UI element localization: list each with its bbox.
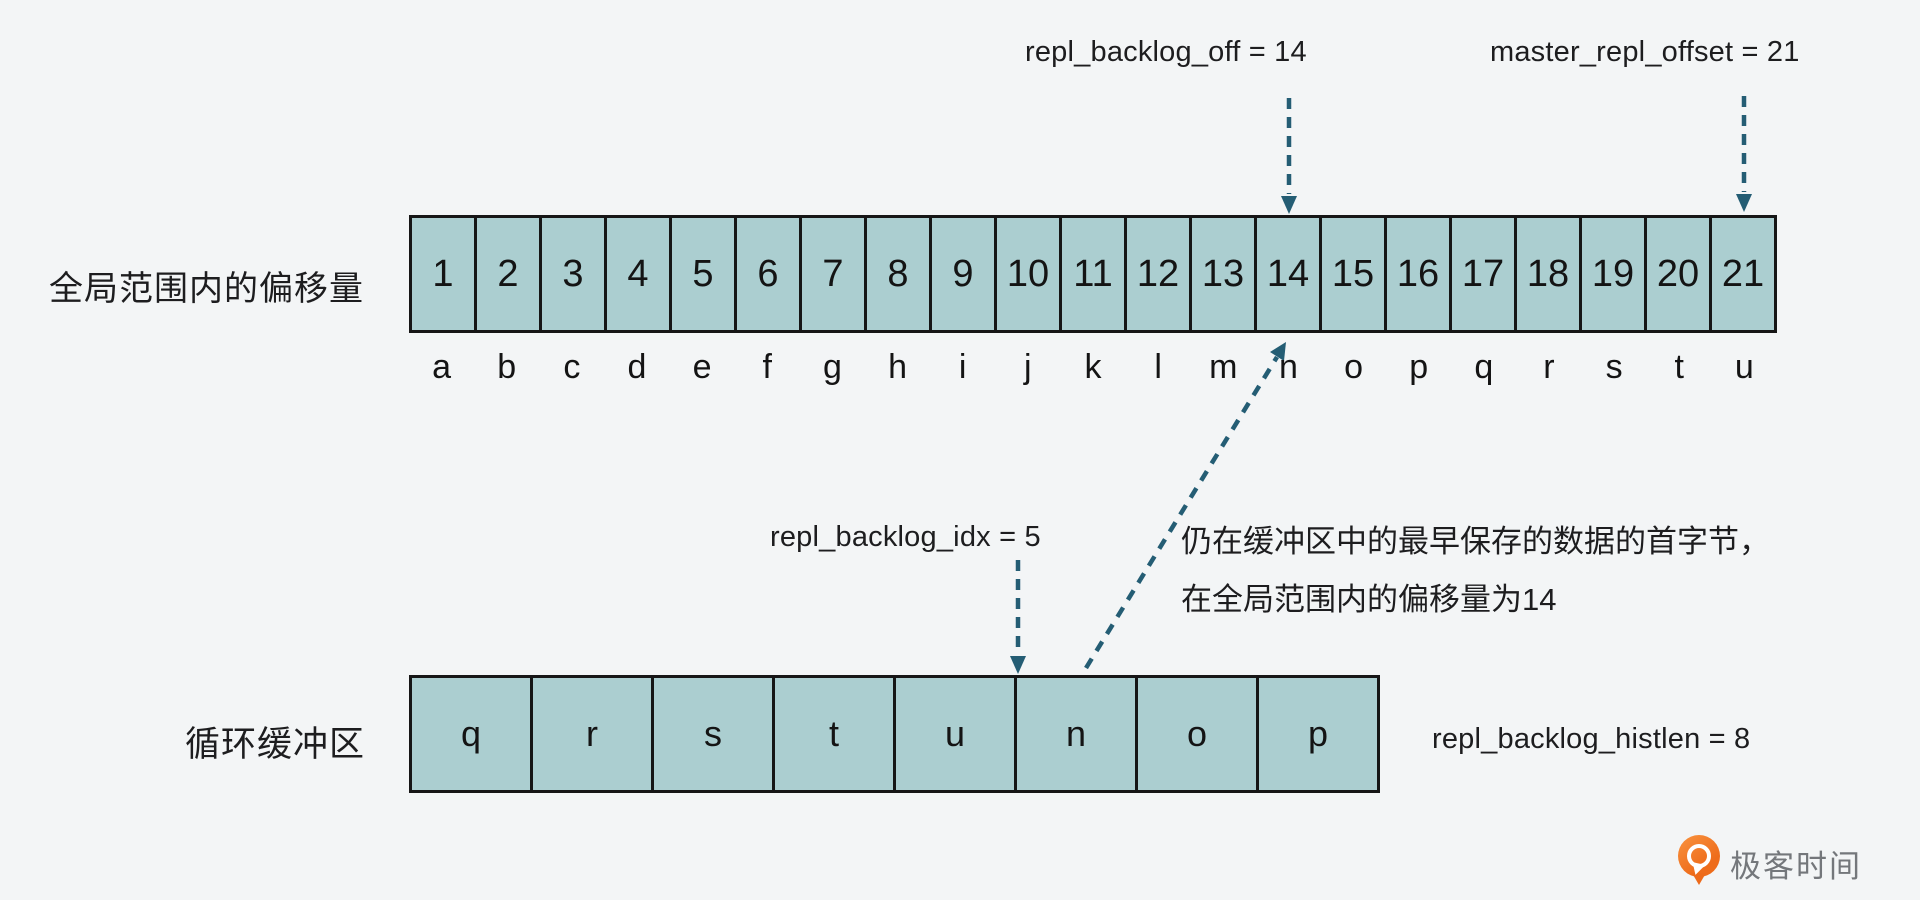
offset-letter: k bbox=[1084, 347, 1102, 386]
offset-cell: 7 bbox=[802, 218, 867, 330]
offset-cell: 19 bbox=[1582, 218, 1647, 330]
buffer-cell: r bbox=[533, 678, 654, 790]
offset-letter: q bbox=[1474, 347, 1494, 386]
offset-cell: 2 bbox=[477, 218, 542, 330]
offset-cell: 21 bbox=[1712, 218, 1774, 330]
offset-letter: c bbox=[563, 347, 581, 386]
offset-letter: l bbox=[1154, 347, 1162, 386]
global-offset-row-label: 全局范围内的偏移量 bbox=[49, 270, 364, 308]
offset-letter: e bbox=[692, 347, 712, 386]
master-repl-offset-arrow bbox=[1736, 96, 1752, 212]
first-byte-note: 仍在缓冲区中的最早保存的数据的首字节， 在全局范围内的偏移量为14 bbox=[1181, 513, 1770, 629]
offset-cell: 10 bbox=[997, 218, 1062, 330]
offset-cell: 6 bbox=[737, 218, 802, 330]
offset-letter: n bbox=[1278, 347, 1298, 386]
offset-cell: 12 bbox=[1127, 218, 1192, 330]
offset-letter: d bbox=[627, 347, 647, 386]
first-byte-note-line1: 仍在缓冲区中的最早保存的数据的首字节， bbox=[1181, 524, 1770, 559]
offset-cell: 11 bbox=[1062, 218, 1127, 330]
buffer-cell: n bbox=[1017, 678, 1138, 790]
buffer-cell: o bbox=[1138, 678, 1259, 790]
offset-letter: o bbox=[1344, 347, 1363, 386]
offset-letter: j bbox=[1024, 347, 1032, 386]
offset-letter: g bbox=[822, 347, 842, 386]
repl-backlog-off-arrow bbox=[1281, 98, 1297, 214]
geektime-logo: 极客时间 bbox=[1678, 835, 1862, 891]
offset-cell: 16 bbox=[1387, 218, 1452, 330]
repl-backlog-off-label: repl_backlog_off = 14 bbox=[1025, 36, 1307, 68]
offset-cell: 20 bbox=[1647, 218, 1712, 330]
offset-letter: s bbox=[1605, 347, 1623, 386]
geektime-logo-text: 极客时间 bbox=[1730, 848, 1862, 884]
offset-cell: 14 bbox=[1257, 218, 1322, 330]
buffer-cell: s bbox=[654, 678, 775, 790]
buffer-cell: u bbox=[896, 678, 1017, 790]
offset-cell: 15 bbox=[1322, 218, 1387, 330]
offset-letter: b bbox=[497, 347, 517, 386]
offset-cell: 4 bbox=[607, 218, 672, 330]
geektime-pin-icon bbox=[1678, 835, 1720, 891]
logo-pin-tail bbox=[1692, 873, 1706, 885]
global-offset-letters: a b c d e f g h i j k l m n o p q r s t u bbox=[409, 346, 1777, 388]
repl-backlog-histlen-label: repl_backlog_histlen = 8 bbox=[1432, 723, 1751, 755]
offset-cell: 8 bbox=[867, 218, 932, 330]
circular-buffer-row-label: 循环缓冲区 bbox=[185, 725, 366, 764]
offset-letter: f bbox=[762, 347, 772, 386]
offset-cell: 17 bbox=[1452, 218, 1517, 330]
first-byte-note-line2: 在全局范围内的偏移量为14 bbox=[1181, 582, 1557, 617]
buffer-cell: t bbox=[775, 678, 896, 790]
offset-cell: 3 bbox=[542, 218, 607, 330]
offset-cell: 1 bbox=[412, 218, 477, 330]
offset-cell: 5 bbox=[672, 218, 737, 330]
offset-letter: a bbox=[432, 347, 452, 386]
offset-letter: m bbox=[1209, 347, 1238, 386]
offset-letter: p bbox=[1409, 347, 1429, 386]
repl-backlog-idx-arrow bbox=[1010, 560, 1026, 674]
offset-letter: i bbox=[958, 347, 967, 386]
offset-letter: r bbox=[1543, 347, 1555, 386]
repl-backlog-idx-label: repl_backlog_idx = 5 bbox=[770, 521, 1041, 553]
buffer-cell: q bbox=[412, 678, 533, 790]
offset-cell: 13 bbox=[1192, 218, 1257, 330]
offset-cell: 18 bbox=[1517, 218, 1582, 330]
logo-ring bbox=[1687, 844, 1711, 868]
offset-letter: h bbox=[888, 347, 908, 386]
offset-letter: t bbox=[1674, 347, 1684, 386]
offset-cell: 9 bbox=[932, 218, 997, 330]
offset-letter: u bbox=[1734, 347, 1754, 386]
buffer-cell: p bbox=[1259, 678, 1377, 790]
master-repl-offset-label: master_repl_offset = 21 bbox=[1490, 36, 1800, 68]
